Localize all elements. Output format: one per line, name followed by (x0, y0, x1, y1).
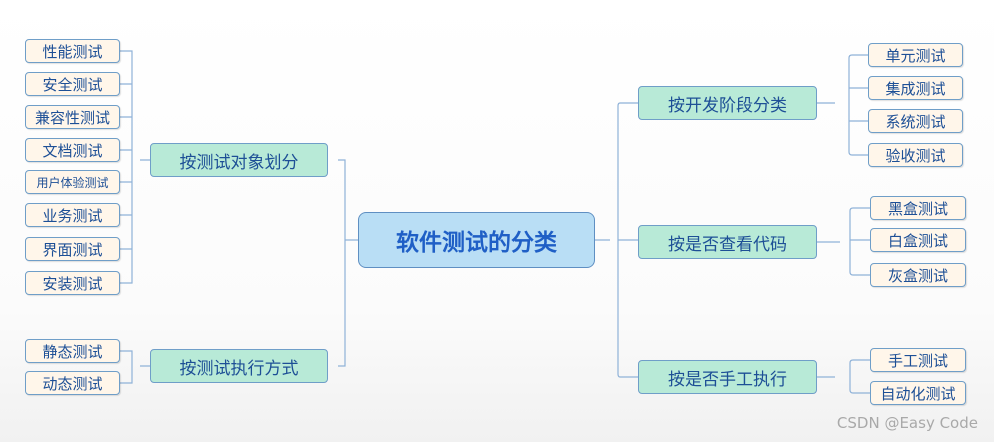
connector-cat-manual (817, 359, 870, 394)
category-by-execution-mode: 按测试执行方式 (150, 349, 328, 383)
category-by-manual-execution: 按是否手工执行 (638, 360, 817, 394)
leaf-node: 安装测试 (25, 271, 120, 295)
leaf-node: 文档测试 (25, 138, 120, 162)
leaf-node: 性能测试 (25, 39, 120, 63)
leaf-node: 用户体验测试 (25, 170, 120, 194)
watermark: CSDN @Easy Code (836, 414, 978, 432)
leaf-node: 灰盒测试 (870, 263, 966, 287)
leaf-node: 系统测试 (868, 109, 963, 133)
connector-cat-exec (120, 350, 150, 384)
category-by-test-object: 按测试对象划分 (150, 143, 328, 177)
leaf-node: 业务测试 (25, 203, 120, 227)
connector-root-right (595, 102, 638, 378)
connector-cat-stage (817, 54, 868, 156)
leaf-node: 手工测试 (870, 348, 966, 372)
leaf-node: 验收测试 (868, 143, 963, 167)
connector-cat-code (817, 207, 870, 276)
connector-root-left (338, 159, 358, 367)
leaf-node: 兼容性测试 (25, 105, 120, 129)
leaf-node: 黑盒测试 (870, 196, 966, 220)
category-by-development-stage: 按开发阶段分类 (638, 86, 817, 120)
leaf-node: 安全测试 (25, 72, 120, 96)
connector-cat-object (120, 50, 150, 284)
root-node: 软件测试的分类 (358, 212, 595, 268)
leaf-node: 静态测试 (25, 339, 120, 363)
leaf-node: 单元测试 (868, 43, 963, 67)
leaf-node: 白盒测试 (870, 228, 966, 252)
leaf-node: 界面测试 (25, 237, 120, 261)
leaf-node: 自动化测试 (870, 381, 966, 405)
category-by-code-visibility: 按是否查看代码 (638, 225, 817, 259)
leaf-node: 动态测试 (25, 371, 120, 395)
leaf-node: 集成测试 (868, 76, 963, 100)
